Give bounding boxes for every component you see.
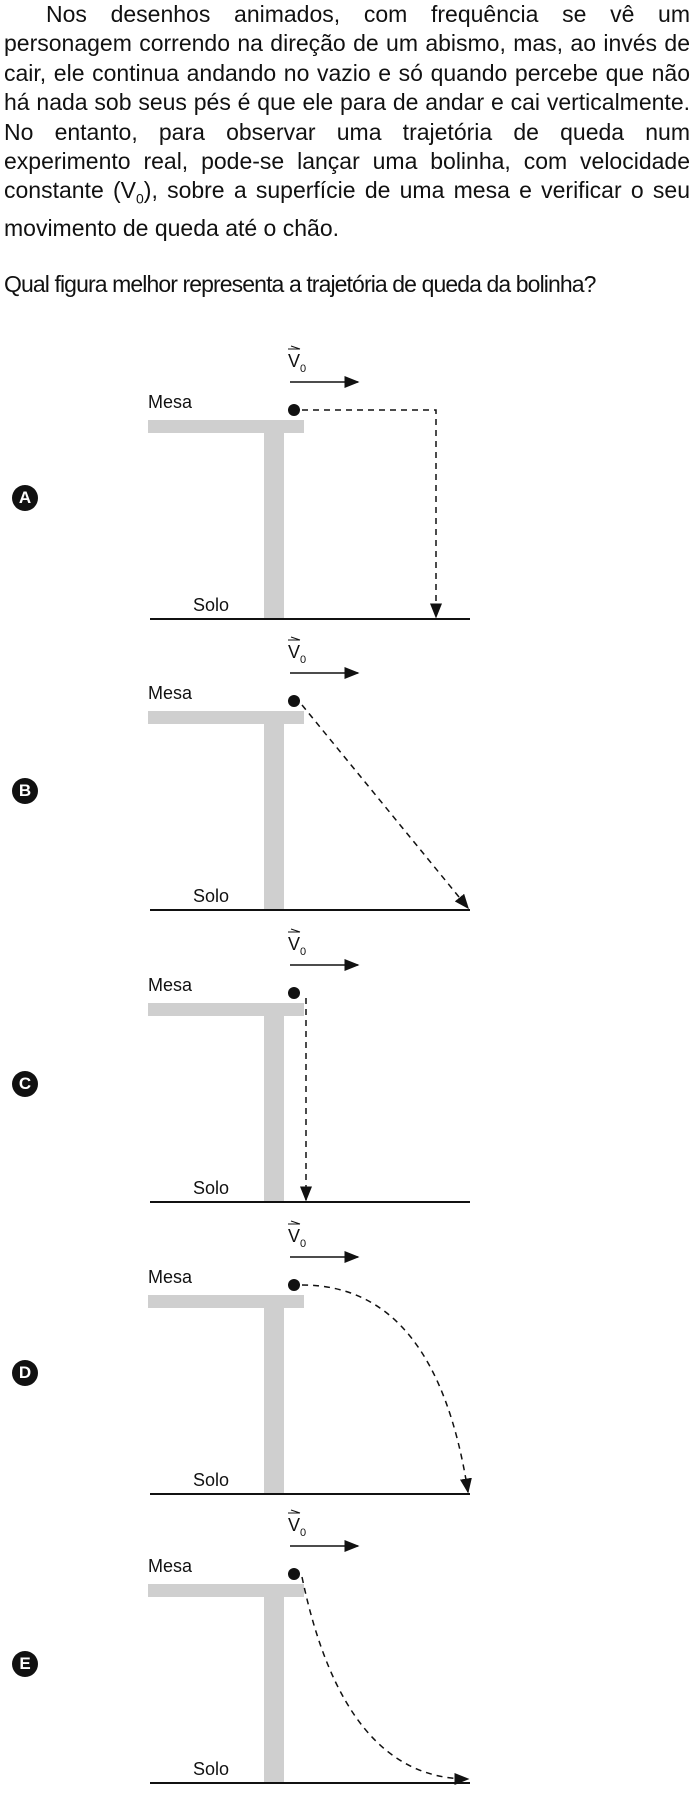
option-a-badge: A (12, 485, 38, 511)
ground-label: Solo (193, 1470, 229, 1490)
velocity-label: V (288, 642, 300, 662)
table-label: Mesa (148, 975, 193, 995)
option-d[interactable]: D V 0 Mesa Solo (0, 1218, 696, 1510)
velocity-subscript: 0 (300, 946, 306, 958)
velocity-label: V (288, 351, 300, 371)
table-leg (264, 1016, 284, 1202)
ground-label: Solo (193, 1178, 229, 1198)
ball (288, 695, 300, 707)
question-text: Qual figura melhor representa a trajetór… (4, 271, 596, 297)
trajectory-path (302, 409, 442, 619)
table-leg (264, 724, 284, 910)
velocity-label: V (288, 1226, 300, 1246)
table-top (148, 1295, 304, 1308)
velocity-subscript: 0 (300, 654, 306, 666)
statement-text-part1: Nos desenhos animados, com frequência se… (4, 1, 690, 204)
option-c-badge: C (12, 1071, 38, 1097)
option-a[interactable]: A V 0 Mesa Solo (0, 343, 696, 635)
velocity-label: V (288, 1515, 300, 1535)
ground-label: Solo (193, 886, 229, 906)
option-a-figure: V 0 Mesa Solo (148, 345, 470, 620)
velocity-subscript: 0 (300, 1527, 306, 1539)
option-b[interactable]: B V 0 Mesa Solo (0, 634, 696, 926)
table-leg (264, 1597, 284, 1783)
table-label: Mesa (148, 1267, 193, 1287)
table-top (148, 711, 304, 724)
table-leg (264, 433, 284, 619)
trajectory-path (301, 1284, 472, 1494)
option-b-badge: B (12, 778, 38, 804)
ground-label: Solo (193, 1759, 229, 1779)
table-label: Mesa (148, 392, 193, 412)
ball (288, 404, 300, 416)
option-c[interactable]: C V 0 Mesa Solo (0, 926, 696, 1218)
ball (288, 1568, 300, 1580)
option-d-figure: V 0 Mesa Solo (148, 1220, 472, 1495)
table-label: Mesa (148, 1556, 193, 1576)
velocity-label: V (288, 934, 300, 954)
table-leg (264, 1308, 284, 1494)
option-d-badge: D (12, 1360, 38, 1386)
statement-subscript: 0 (135, 191, 144, 208)
table-top (148, 1003, 304, 1016)
trajectory-path (301, 1576, 470, 1785)
velocity-subscript: 0 (300, 363, 306, 375)
option-e-badge: E (12, 1651, 38, 1677)
statement-text-part2: ), sobre a superfície de uma mesa e veri… (4, 177, 690, 242)
option-c-figure: V 0 Mesa Solo (148, 928, 470, 1203)
ground-label: Solo (193, 595, 229, 615)
trajectory-path (301, 704, 469, 910)
table-label: Mesa (148, 683, 193, 703)
statement-paragraph: Nos desenhos animados, com frequência se… (4, 0, 690, 244)
table-top (148, 1584, 304, 1597)
option-e-figure: V 0 Mesa Solo (148, 1509, 470, 1785)
ball (288, 987, 300, 999)
ball (288, 1279, 300, 1291)
table-top (148, 420, 304, 433)
velocity-subscript: 0 (300, 1238, 306, 1250)
option-b-figure: V 0 Mesa Solo (148, 636, 470, 911)
option-e[interactable]: E V 0 Mesa Solo (0, 1507, 696, 1799)
